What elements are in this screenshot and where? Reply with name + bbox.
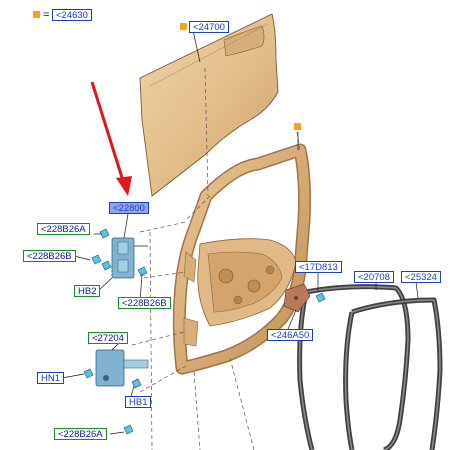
- callout-bolt-bottom-a[interactable]: <228B26A: [54, 428, 107, 440]
- legend-symbol: [33, 11, 40, 18]
- callout-check-arm[interactable]: <27204: [88, 332, 128, 344]
- callout-weatherstrip-a[interactable]: <20708: [354, 271, 394, 283]
- callout-bracket[interactable]: <246A50: [267, 329, 314, 341]
- callout-bolt-upper-b[interactable]: <228B26B: [23, 250, 76, 262]
- legend-equals: =: [43, 9, 50, 21]
- legend-label[interactable]: <24630: [52, 9, 92, 21]
- orange-marker-frame: [294, 123, 301, 130]
- striker-bracket-icon: [283, 283, 311, 313]
- bolt-icons: [83, 228, 326, 435]
- callout-hinge-assembly[interactable]: <22800: [109, 202, 149, 214]
- callout-outer-panel[interactable]: <24700: [189, 21, 229, 33]
- callout-nut-hn1[interactable]: HN1: [37, 372, 65, 384]
- outer-door-panel: [139, 13, 279, 197]
- inner-door-frame: [172, 143, 311, 375]
- weatherstrip-seals: [297, 284, 443, 450]
- callout-bolt-upper-a[interactable]: <228B26A: [37, 223, 90, 235]
- orange-marker-outer-panel: [180, 23, 187, 30]
- callout-striker[interactable]: <17D813: [295, 261, 342, 273]
- door-check-arm-icon: [95, 349, 149, 387]
- red-pointer-arrow: [90, 81, 132, 196]
- callout-weatherstrip-b[interactable]: <25324: [401, 271, 441, 283]
- callout-bolt-hb1[interactable]: HB1: [125, 396, 152, 408]
- hinge-assembly-icon: [111, 237, 148, 279]
- callout-bolt-hb2[interactable]: HB2: [74, 285, 101, 297]
- callout-bolt-lower-b[interactable]: <228B26B: [118, 297, 171, 309]
